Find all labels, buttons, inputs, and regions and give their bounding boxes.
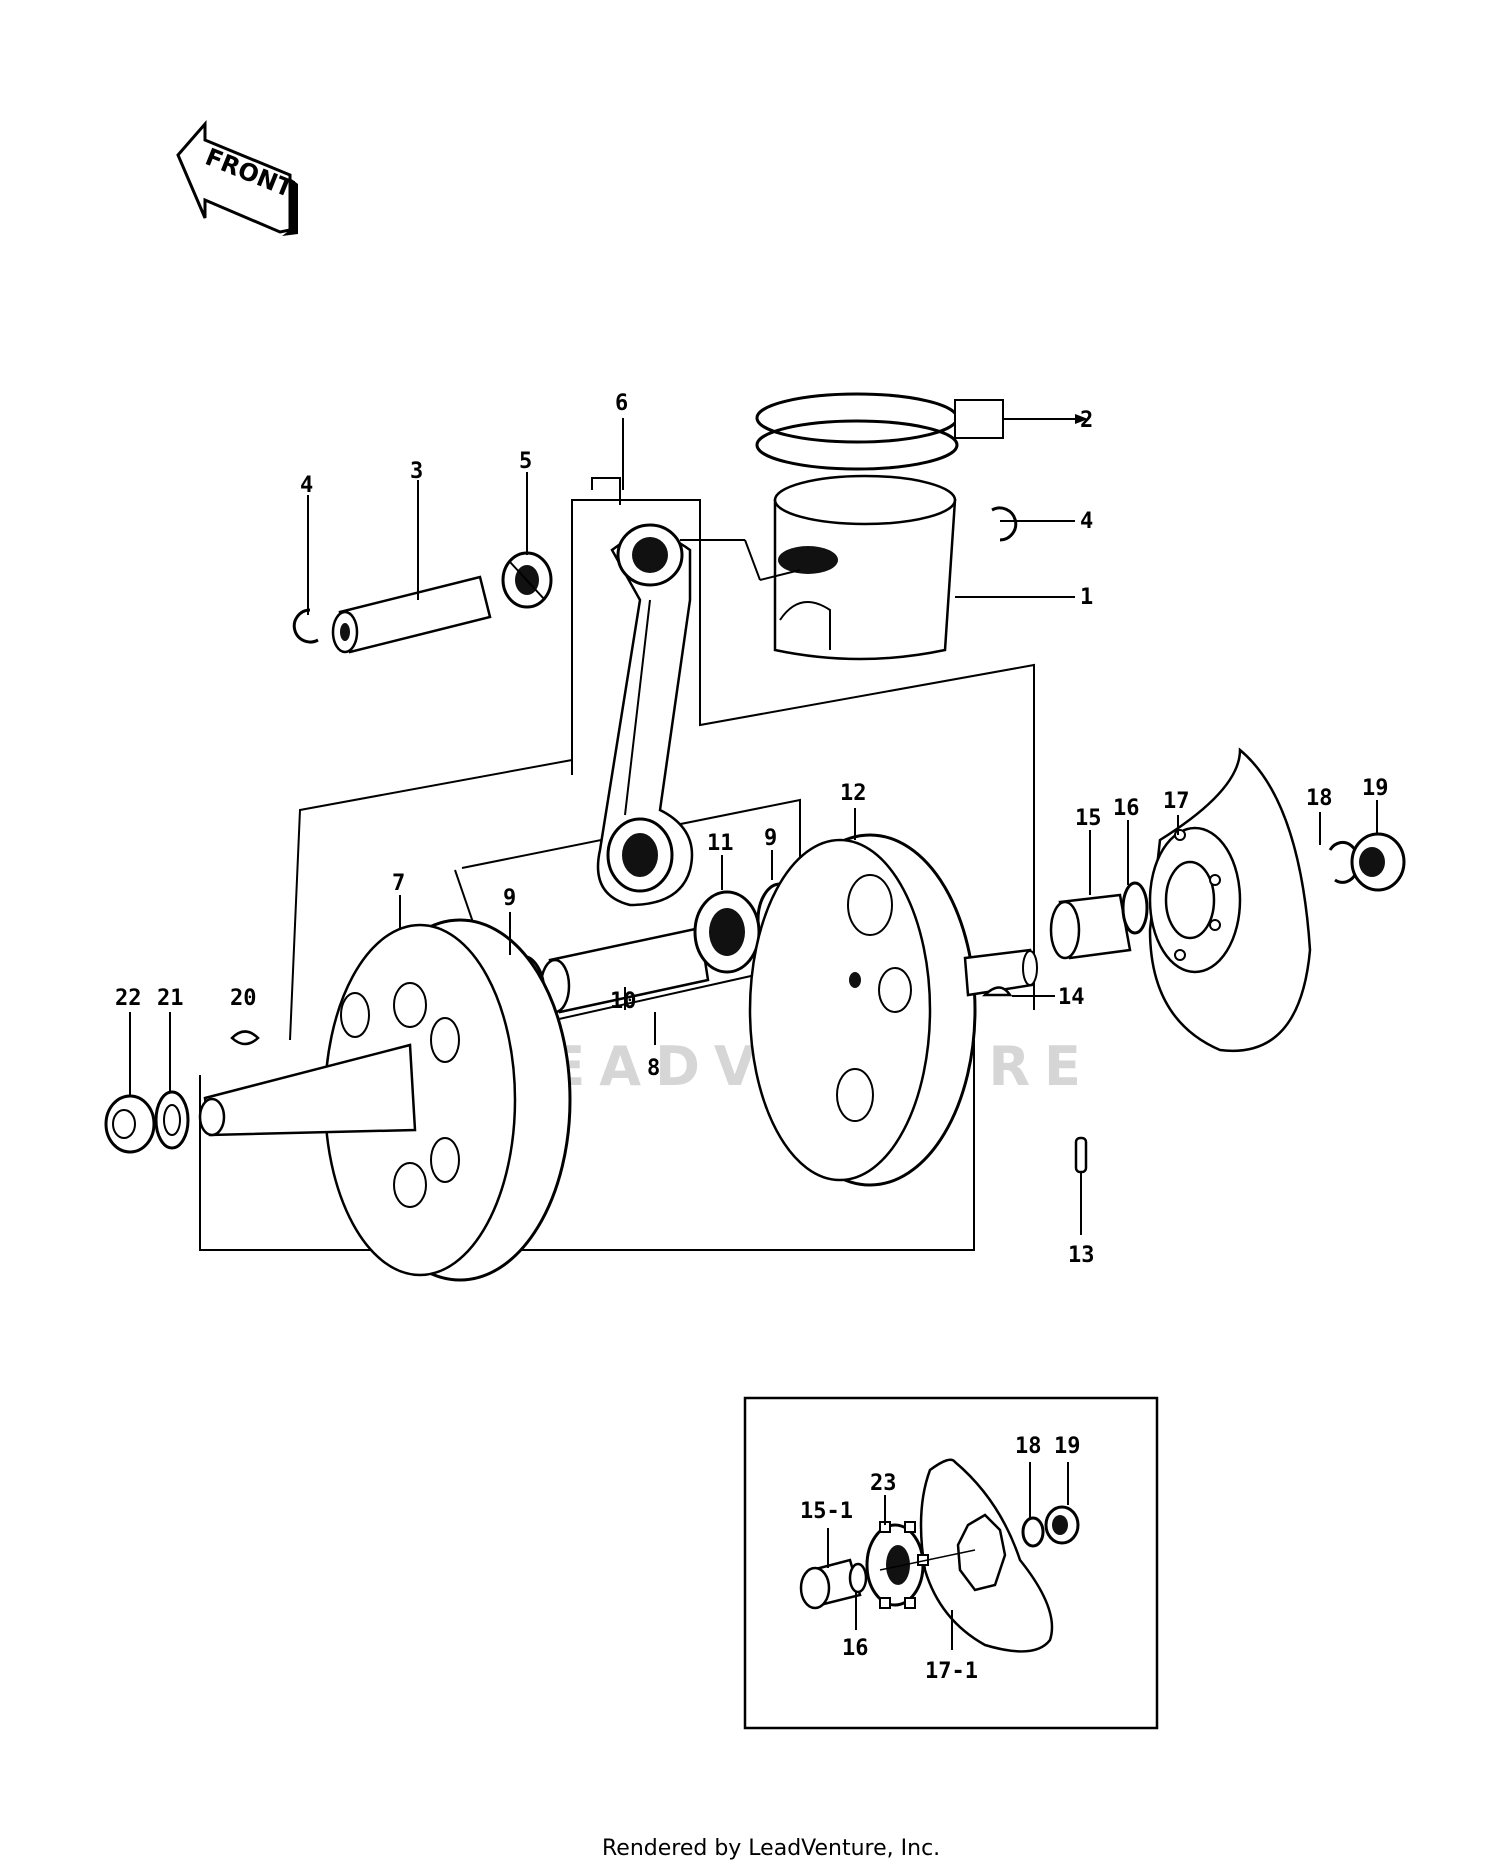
label-part-15: 15: [1075, 806, 1102, 831]
label-part-4-right: 4: [1080, 509, 1093, 534]
label-part-12: 12: [840, 781, 867, 806]
label-part-21: 21: [157, 986, 184, 1011]
piston: [680, 474, 957, 661]
crankshaft-right-flywheel: [748, 833, 1038, 1187]
front-arrow-icon: FRONT: [176, 119, 298, 236]
small-end-bearing: [501, 551, 553, 609]
crankshaft-left-flywheel: [198, 918, 572, 1282]
label-part-13: 13: [1068, 1243, 1095, 1268]
label-part-17: 17: [1163, 789, 1190, 814]
label-part-10: 10: [610, 989, 637, 1014]
label-part-19: 19: [1362, 776, 1389, 801]
label-part-9-left: 9: [503, 886, 516, 911]
label-part-3: 3: [410, 459, 423, 484]
o-ring: [1121, 881, 1149, 935]
collar: [1049, 893, 1132, 960]
nut-right: [1350, 832, 1406, 892]
label-part-11: 11: [707, 831, 734, 856]
inset-label-17-1: 17-1: [925, 1659, 978, 1684]
circlip-right: [991, 506, 1018, 542]
connecting-rod: [596, 523, 694, 907]
piston-pin: [331, 575, 492, 654]
inset-label-15-1: 15-1: [800, 1499, 853, 1524]
circlip-left: [292, 608, 319, 644]
inset-label-16: 16: [842, 1636, 869, 1661]
woodruff-key-left: [230, 1030, 260, 1046]
label-part-7: 7: [392, 871, 405, 896]
label-part-8: 8: [647, 1056, 660, 1081]
big-end-bearing: [693, 890, 761, 974]
label-part-14: 14: [1058, 985, 1085, 1010]
label-part-4-left: 4: [300, 473, 313, 498]
label-part-9-right: 9: [764, 826, 777, 851]
piston-rings: [755, 392, 1004, 471]
rotary-disc-valve: [1148, 747, 1312, 1053]
gear-23: [865, 1521, 929, 1609]
label-part-18: 18: [1306, 786, 1333, 811]
dowel-pin: [1074, 1136, 1088, 1174]
inset-variant-box: [743, 1396, 1159, 1730]
label-part-22: 22: [115, 986, 142, 1011]
label-part-16: 16: [1113, 796, 1140, 821]
woodruff-key-right: [981, 986, 1013, 997]
footer-credit: Rendered by LeadVenture, Inc.: [602, 1836, 940, 1861]
label-part-20: 20: [230, 986, 257, 1011]
nut-left: [104, 1094, 156, 1154]
label-part-5: 5: [519, 449, 532, 474]
leader-lines: [129, 414, 1378, 1235]
label-part-6: 6: [615, 391, 628, 416]
inset-label-23: 23: [870, 1471, 897, 1496]
label-part-2: 2: [1080, 408, 1093, 433]
label-part-1: 1: [1080, 585, 1093, 610]
inset-label-19: 19: [1054, 1434, 1081, 1459]
inset-label-18: 18: [1015, 1434, 1042, 1459]
